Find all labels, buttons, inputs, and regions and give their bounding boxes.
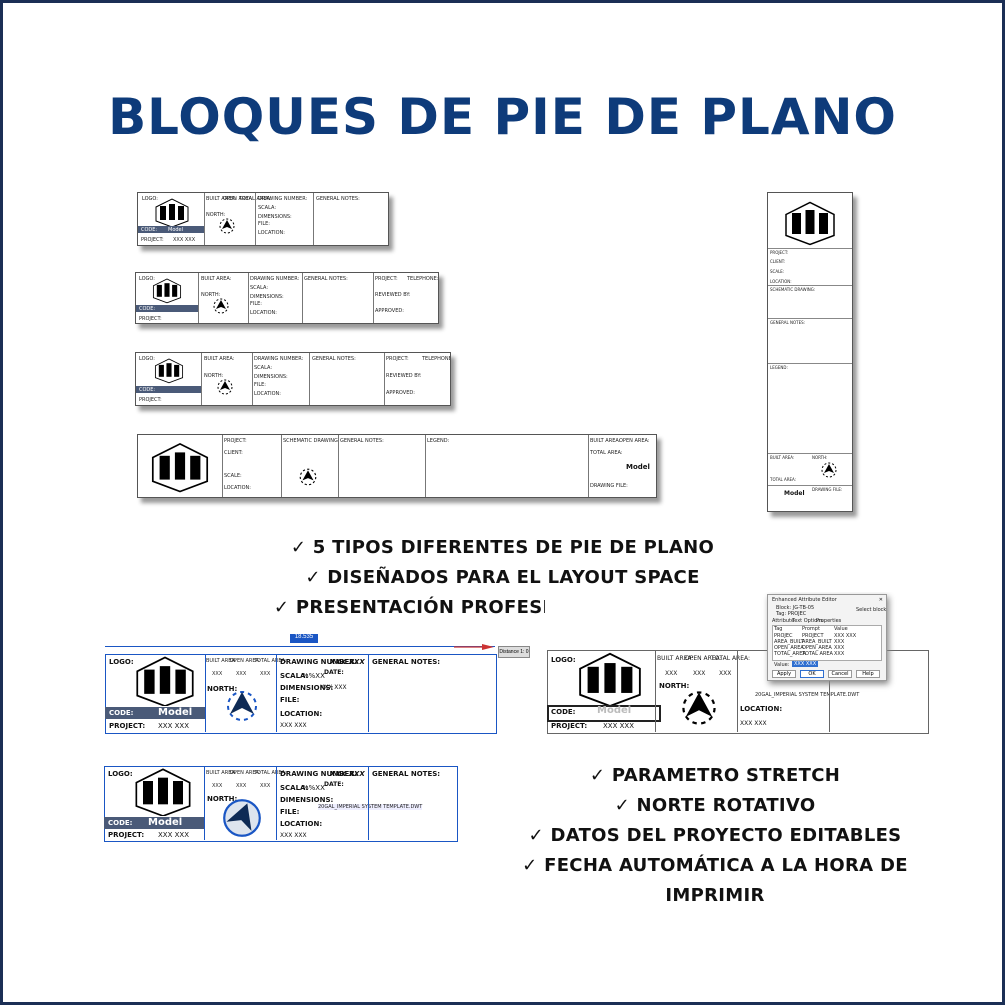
logo-icon [136, 656, 194, 706]
code-bar [547, 705, 661, 722]
tab-properties[interactable]: Properties [816, 618, 842, 624]
feature-rotating-north: ✓ NORTE ROTATIVO [614, 795, 816, 816]
help-button[interactable]: Help [856, 670, 880, 678]
attribute-table [772, 625, 882, 661]
tab-text-options[interactable]: Text Options [792, 618, 823, 624]
code-bar [138, 226, 204, 233]
logo-icon [785, 201, 835, 246]
logo-icon [152, 278, 182, 304]
table-row[interactable]: TOTAL_AREA [774, 651, 806, 657]
north-arrow-icon [219, 218, 235, 234]
table-row[interactable]: PROJEC [774, 633, 793, 639]
table-row[interactable]: AREA_BUILT [774, 639, 804, 645]
feature-five-types: ✓ 5 TIPOS DIFERENTES DE PIE DE PLANO [290, 537, 715, 558]
north-arrow-icon [299, 468, 317, 486]
feature-auto-date: ✓ FECHA AUTOMÁTICA A LA HORA DE [522, 855, 908, 876]
apply-button[interactable]: Apply [772, 670, 796, 678]
north-arrow-icon[interactable] [222, 798, 262, 838]
title-block-type-4: PROJECT: CLIENT: SCALE: LOCATION: SCHEMA… [137, 434, 657, 498]
north-arrow-icon [821, 462, 837, 478]
north-arrow-icon [213, 298, 229, 314]
value-input[interactable]: XXX XXX [792, 661, 819, 667]
title-block-type-5: PROJECT: CLIENT: SCALE: LOCATION: SCHEMA… [767, 192, 853, 512]
stretch-arrow-icon[interactable] [454, 644, 494, 650]
logo-icon [155, 198, 189, 227]
close-icon[interactable]: ✕ [878, 597, 883, 603]
tab-attribute[interactable]: Attribute [772, 618, 795, 624]
cancel-button[interactable]: Cancel [828, 670, 852, 678]
title-block-type-3: LOGO: CODE: PROJECT: BUILT AREA: NORTH: … [135, 352, 451, 406]
north-arrow-icon[interactable] [224, 688, 260, 724]
ok-button[interactable]: OK [800, 670, 824, 678]
page-title: BLOQUES DE PIE DE PLANO [108, 88, 897, 146]
logo-icon [154, 358, 184, 384]
feature-layout-space: ✓ DISEÑADOS PARA EL LAYOUT SPACE [305, 567, 700, 588]
cad-rotating-north-screenshot: LOGO: CODE: Model PROJECT: XXX XXX BUILT… [100, 762, 462, 844]
select-block-button[interactable]: Select block [856, 607, 887, 613]
code-bar [104, 817, 204, 829]
cad-attribute-editor-screenshot: LOGO: CODE: Model PROJECT: XXX XXX BUILT… [545, 592, 930, 737]
feature-editable-data: ✓ DATOS DEL PROYECTO EDITABLES [528, 825, 902, 846]
title-block-type-1: LOGO: CODE: Model PROJECT: XXX XXX BUILT… [137, 192, 389, 246]
code-bar [136, 305, 198, 312]
cad-stretch-screenshot: 18.535 Distance 1: 0 LOGO: CODE: Model P… [100, 632, 530, 740]
logo-icon [579, 652, 641, 706]
stretch-dimension-input[interactable]: 18.535 [290, 634, 318, 643]
feature-auto-date-cont: IMPRIMIR [665, 885, 765, 906]
code-bar [105, 707, 205, 719]
north-arrow-icon [682, 691, 716, 725]
distance-tooltip: Distance 1: 0 [498, 646, 530, 658]
title-block-type-2: LOGO: CODE: PROJECT: BUILT AREA: NORTH: … [135, 272, 439, 324]
logo-icon [151, 442, 209, 493]
feature-stretch: ✓ PARAMETRO STRETCH [589, 765, 841, 786]
code-bar [136, 386, 201, 393]
enhanced-attribute-editor-dialog[interactable]: Enhanced Attribute Editor ✕ Block: JG-TB… [767, 594, 887, 681]
logo-icon [135, 768, 191, 816]
table-row[interactable]: OPEN_AREA [774, 645, 804, 651]
north-arrow-icon [217, 379, 233, 395]
